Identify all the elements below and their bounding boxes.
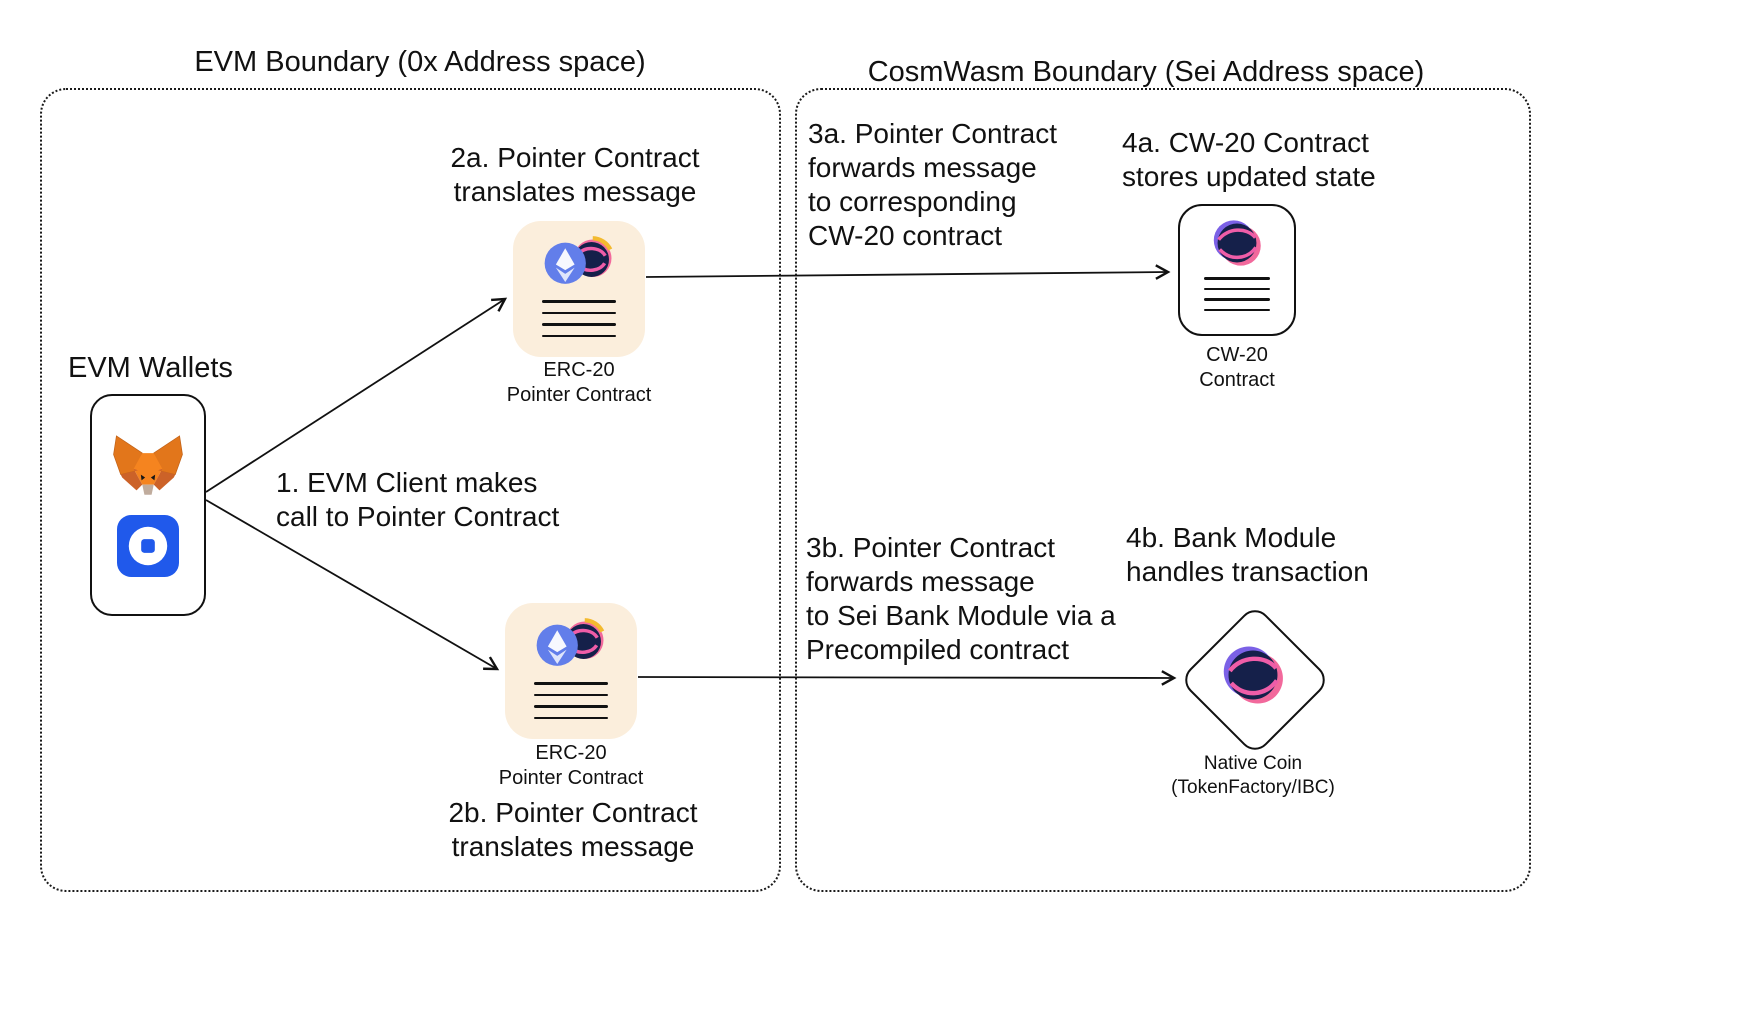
evm-boundary-box — [40, 88, 781, 892]
native-coin-caption: Native Coin (TokenFactory/IBC) — [1171, 753, 1335, 798]
evm-wallets-box — [90, 394, 206, 616]
step-2a-annotation: 2a. Pointer Contract translates message — [450, 142, 700, 208]
eth-sei-token-icon — [540, 232, 618, 292]
erc20-pointer-upper-caption: ERC-20 Pointer Contract — [506, 359, 652, 406]
step-1-annotation: 1. EVM Client makes call to Pointer Cont… — [276, 467, 560, 533]
step-4b-annotation: 4b. Bank Module handles transaction — [1126, 522, 1369, 588]
sei-ball-icon — [1219, 641, 1287, 709]
cw20-contract-caption: CW-20 Contract — [1199, 344, 1275, 391]
step-3a-annotation: 3a. Pointer Contract forwards message to… — [808, 118, 1058, 252]
cosmwasm-boundary-box — [795, 88, 1531, 892]
erc20-pointer-lower-caption: ERC-20 Pointer Contract — [498, 742, 644, 789]
cw20-contract-node — [1178, 204, 1296, 336]
step-4a-annotation: 4a. CW-20 Contract stores updated state — [1122, 127, 1376, 193]
step-2b-annotation: 2b. Pointer Contract translates message — [448, 797, 698, 863]
step-3b-annotation: 3b. Pointer Contract forwards message to… — [806, 532, 1116, 666]
metamask-icon — [112, 433, 184, 499]
contract-text-lines — [542, 300, 616, 338]
erc20-pointer-contract-node-lower — [505, 603, 637, 739]
erc20-pointer-contract-node-upper — [513, 221, 645, 357]
evm-boundary-title: EVM Boundary (0x Address space) — [194, 46, 646, 78]
cosmwasm-boundary-title: CosmWasm Boundary (Sei Address space) — [867, 56, 1425, 88]
evm-wallets-label: EVM Wallets — [68, 352, 233, 384]
sei-ball-icon — [1210, 216, 1264, 270]
contract-text-lines — [534, 682, 608, 720]
coinbase-wallet-icon — [117, 515, 179, 577]
contract-text-lines — [1204, 277, 1270, 312]
eth-sei-token-icon — [532, 614, 610, 674]
